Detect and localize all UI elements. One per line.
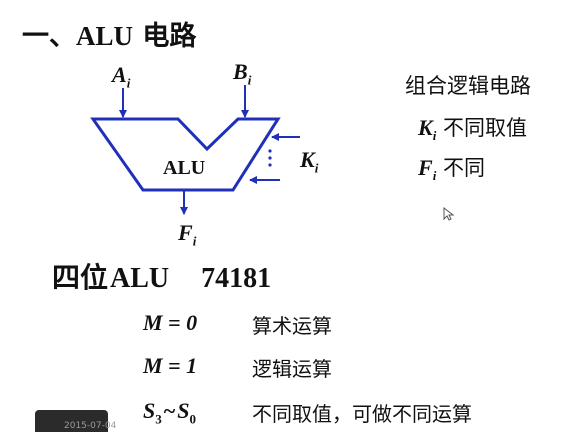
s3-text: S (143, 398, 156, 423)
mode-arith-condition: M = 0 (143, 310, 198, 335)
alu-shape (90, 117, 281, 192)
mode-select-description: 不同取值，可做不同运算 (252, 402, 472, 426)
alu-label: ALU (163, 157, 206, 179)
input-b-label: Bi (233, 59, 251, 88)
video-timestamp: 2015-07-04 (64, 421, 117, 431)
note-f-values: Fi 不同 (418, 152, 485, 184)
s3-subscript: 3 (155, 411, 162, 427)
note-k-text: 不同取值 (443, 116, 527, 140)
title-suffix: 电路 (133, 21, 197, 52)
mouse-cursor-icon (443, 207, 455, 221)
output-f-label: Fi (178, 220, 196, 249)
note-f-subscript: i (432, 168, 437, 184)
mode-logic-description: 逻辑运算 (252, 357, 332, 381)
tilde: ~ (163, 398, 176, 423)
output-f-subscript: i (192, 233, 197, 249)
mode-arith-description: 算术运算 (252, 314, 332, 338)
note-f-text: 不同 (443, 156, 485, 180)
note-k-subscript: i (432, 128, 437, 144)
note-k-values: Ki 不同取值 (418, 112, 527, 144)
input-a-label: Ai (112, 62, 130, 91)
s0-subscript: 0 (189, 411, 196, 427)
section-title-prefix: 四位 (52, 261, 109, 294)
note-combinational: 组合逻辑电路 (405, 74, 531, 98)
input-a-subscript: i (126, 75, 131, 91)
video-controls-overlay[interactable] (35, 410, 108, 432)
control-k-text: K (300, 147, 315, 172)
control-k-label: Ki (300, 147, 318, 176)
control-ellipsis-dot (268, 156, 272, 160)
output-f-text: F (178, 220, 193, 245)
mode-logic-condition: M = 1 (143, 353, 198, 378)
control-ellipsis-dot (268, 163, 272, 167)
control-k-subscript: i (314, 160, 319, 176)
input-b-subscript: i (247, 72, 252, 88)
section-title-alu: ALU (110, 263, 170, 294)
note-f-var: F (418, 155, 433, 180)
note-k-var: K (418, 115, 433, 140)
section-heading: 四位ALU 74181 (52, 256, 271, 296)
input-b-text: B (233, 59, 248, 84)
title-alu: ALU (76, 21, 134, 51)
title-prefix: 一、 (22, 21, 76, 52)
control-ellipsis-dot (268, 149, 272, 153)
page-title: 一、ALU 电路 (22, 14, 196, 53)
mode-select-condition: S3~S0 (143, 398, 196, 427)
input-a-text: A (112, 62, 127, 87)
section-model: 74181 (201, 263, 272, 294)
s0-text: S (177, 398, 190, 423)
